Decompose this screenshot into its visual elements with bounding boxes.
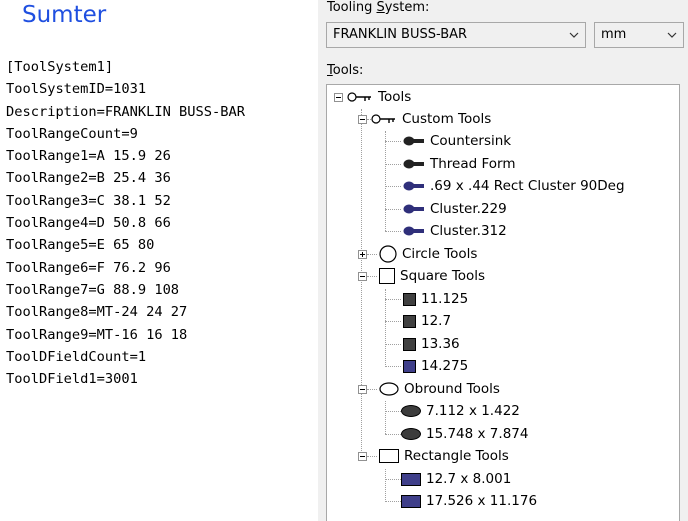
tree-node-circle-tools[interactable]: Circle Tools (379, 243, 477, 265)
collapse-toggle[interactable] (334, 93, 343, 102)
tree-node-obround-tools[interactable]: Obround Tools (379, 378, 500, 400)
tree-node-custom-tools[interactable]: Custom Tools (371, 108, 491, 130)
tree-item-rectangle[interactable]: 12.7 x 8.001 (401, 468, 511, 490)
tree-item-rect-cluster[interactable]: .69 x .44 Rect Cluster 90Deg (403, 175, 625, 197)
tree-node-tools[interactable]: Tools (347, 86, 411, 108)
tools-tree[interactable]: Tools Custom Tools Countersink Thread Fo… (326, 84, 680, 521)
rectangle-swatch-icon (401, 472, 421, 486)
tree-item-obround[interactable]: 15.748 x 7.874 (401, 423, 528, 445)
config-line: ToolRange1=A 15.9 26 (6, 148, 171, 165)
expand-toggle[interactable] (358, 250, 367, 259)
config-line: ToolRange5=E 65 80 (6, 237, 155, 254)
cluster-tool-icon (403, 226, 424, 236)
tree-item-square[interactable]: 11.125 (403, 288, 468, 310)
config-line: ToolRange6=F 76.2 96 (6, 259, 171, 276)
square-icon (379, 268, 395, 284)
obround-swatch-icon (401, 405, 421, 417)
units-value: mm (601, 27, 627, 42)
square-swatch-icon (403, 359, 416, 373)
thread-form-tool-icon (403, 159, 424, 169)
rectangle-icon (379, 449, 399, 463)
tool-key-icon (371, 114, 395, 124)
tree-item-square[interactable]: 13.36 (403, 333, 460, 355)
cluster-tool-icon (403, 181, 424, 191)
tooling-system-label: Tooling System: (327, 0, 430, 15)
config-line: ToolDField1=3001 (6, 371, 138, 388)
cluster-tool-icon (403, 204, 424, 214)
config-line: ToolDFieldCount=1 (6, 348, 147, 365)
config-line: Description=FRANKLIN BUSS-BAR (6, 103, 245, 120)
tool-key-icon (347, 92, 371, 102)
tree-item-square[interactable]: 12.7 (403, 310, 451, 332)
collapse-toggle[interactable] (358, 452, 367, 461)
tools-label: Tools: (327, 63, 364, 78)
obround-icon (379, 382, 399, 396)
chevron-down-icon (569, 32, 579, 38)
tree-item-square[interactable]: 14.275 (403, 355, 468, 377)
collapse-toggle[interactable] (358, 385, 367, 394)
rectangle-swatch-icon (401, 494, 421, 508)
config-line: ToolRangeCount=9 (6, 125, 138, 142)
config-line: ToolRange7=G 88.9 108 (6, 281, 180, 298)
tooling-system-value: FRANKLIN BUSS-BAR (333, 27, 468, 42)
tooling-system-select[interactable]: FRANKLIN BUSS-BAR (326, 22, 586, 48)
config-line: ToolRange8=MT-24 24 27 (6, 304, 188, 321)
chevron-down-icon (667, 32, 677, 38)
config-line: ToolRange4=D 50.8 66 (6, 215, 171, 232)
tree-item-rectangle[interactable]: 17.526 x 11.176 (401, 490, 537, 512)
square-swatch-icon (403, 337, 416, 351)
config-line: ToolSystemID=1031 (6, 81, 147, 98)
tree-node-square-tools[interactable]: Square Tools (379, 265, 485, 287)
tree-item-countersink[interactable]: Countersink (403, 130, 511, 152)
circle-icon (379, 245, 397, 263)
square-swatch-icon (403, 292, 416, 306)
tree-item-thread-form[interactable]: Thread Form (403, 153, 516, 175)
countersink-tool-icon (403, 136, 424, 146)
tree-node-rectangle-tools[interactable]: Rectangle Tools (379, 445, 509, 467)
collapse-toggle[interactable] (358, 115, 367, 124)
config-line: ToolRange9=MT-16 16 18 (6, 326, 188, 343)
units-select[interactable]: mm (594, 22, 684, 48)
collapse-toggle[interactable] (358, 272, 367, 281)
tree-item-cluster-229[interactable]: Cluster.229 (403, 198, 507, 220)
obround-swatch-icon (401, 428, 421, 440)
page-heading: Sumter (22, 2, 107, 28)
square-swatch-icon (403, 314, 416, 328)
config-line: ToolRange3=C 38.1 52 (6, 192, 171, 209)
config-line: [ToolSystem1] (6, 59, 114, 75)
config-line: ToolRange2=B 25.4 36 (6, 170, 171, 187)
tree-item-cluster-312[interactable]: Cluster.312 (403, 220, 507, 242)
tree-item-obround[interactable]: 7.112 x 1.422 (401, 400, 520, 422)
